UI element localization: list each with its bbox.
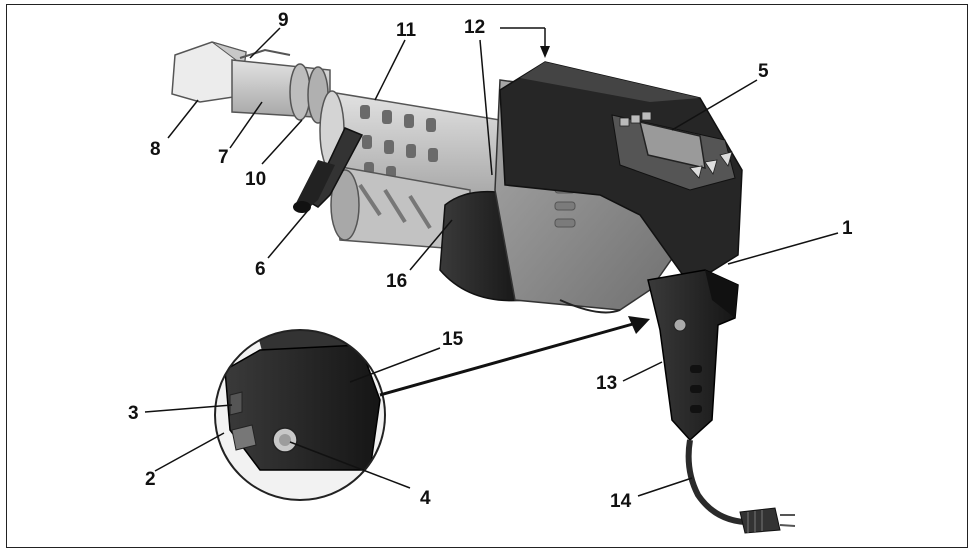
callout-4: 4 [420,488,431,509]
detail-arrow [379,316,650,397]
callout-5: 5 [758,61,769,82]
callout-1: 1 [842,218,853,239]
arrow-head-12 [540,46,550,58]
leader-lines [144,27,839,497]
callout-8: 8 [150,139,161,160]
callout-10: 10 [245,169,267,190]
power-plug [739,507,796,534]
callout-6: 6 [255,259,266,280]
power-cable [685,439,796,534]
callout-11: 11 [396,20,417,41]
callout-9: 9 [278,10,289,31]
lcd-display [638,120,706,169]
callout-14: 14 [610,491,632,512]
control-housing [499,61,743,287]
callout-2: 2 [145,469,156,490]
callout-12: 12 [464,17,486,38]
callout-7: 7 [218,147,229,168]
callout-16: 16 [386,271,408,292]
callout-3: 3 [128,403,139,424]
side-handle [293,127,364,213]
callout-15: 15 [442,329,464,350]
callout-13: 13 [596,373,618,394]
plastifier-unit [329,164,471,251]
detail-magnifier [214,329,386,501]
extruder-nozzle [231,48,331,124]
main-handle [647,269,739,442]
